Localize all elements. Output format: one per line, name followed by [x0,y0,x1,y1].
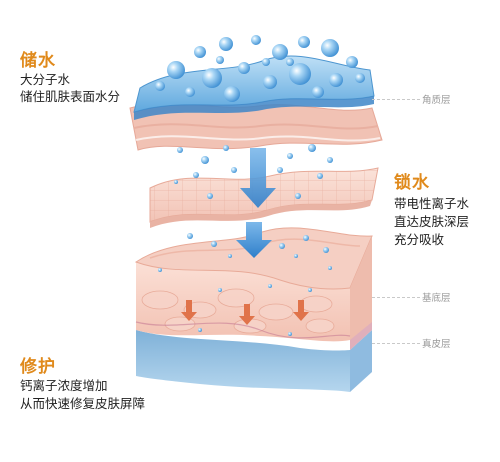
water-droplet [323,247,329,253]
section-store-title: 储水 [20,51,56,71]
section-lock-title: 锁水 [394,173,430,193]
water-droplet [277,167,283,173]
water-droplet [231,167,237,173]
water-droplet [219,37,233,51]
label-stratum-corneum: 角质层 [422,95,451,106]
water-droplet [185,87,195,97]
water-droplet [198,328,202,332]
section-lock-line-2: 直达皮肤深层 [394,214,470,229]
water-droplet [167,61,185,79]
water-droplet [262,58,270,66]
label-dermis: 真皮层 [422,339,451,350]
section-lock-line-3: 充分吸收 [394,232,445,247]
water-droplet [224,86,240,102]
section-store-line-2: 储住肌肤表面水分 [20,89,121,104]
corneum-leader-line [372,99,420,100]
water-droplet [308,144,316,152]
water-droplet [279,243,285,249]
water-droplet [238,62,250,74]
water-droplet [312,86,324,98]
water-droplet [263,75,277,89]
water-droplet [303,235,309,241]
water-droplet [294,254,298,258]
water-droplet [155,81,165,91]
water-droplet [194,46,206,58]
section-repair-line-2: 从而快速修复皮肤屏障 [20,396,146,411]
water-droplet [207,193,213,199]
water-droplet [218,288,222,292]
water-droplet [202,68,222,88]
down-arrows [236,148,276,258]
water-droplet [295,193,301,199]
bottom-block [134,227,373,392]
orange-arrows [181,300,309,325]
water-droplet [187,233,193,239]
water-droplet [288,332,292,336]
water-droplet [211,241,217,247]
water-droplet [201,156,209,164]
section-store-line-1: 大分子水 [20,72,71,87]
water-droplet [321,39,339,57]
water-droplet [158,268,162,272]
section-repair-line-1: 钙离子浓度增加 [20,378,108,393]
water-droplet [289,63,311,85]
water-droplet [223,145,229,151]
water-droplet [346,56,358,68]
water-droplet [251,35,261,45]
water-droplet [329,73,343,87]
water-droplet [308,288,312,292]
dermis-leader-line [372,343,420,344]
water-droplet [272,44,288,60]
water-bubbles [155,35,365,336]
water-droplet [298,36,310,48]
top-layer [129,55,383,151]
water-droplet [286,58,294,66]
water-droplet [355,73,365,83]
water-droplet [317,173,323,179]
water-droplet [216,56,224,64]
water-droplet [327,157,333,163]
water-droplet [328,266,332,270]
water-droplet [228,254,232,258]
water-droplet [177,147,183,153]
label-basal-layer: 基底层 [422,293,451,304]
section-repair-title: 修护 [20,357,56,377]
water-droplet [287,153,293,159]
section-lock-line-1: 带电性离子水 [394,196,470,211]
water-droplet [174,180,178,184]
water-droplet [268,284,272,288]
water-droplet [193,172,199,178]
basal-leader-line [372,297,420,298]
